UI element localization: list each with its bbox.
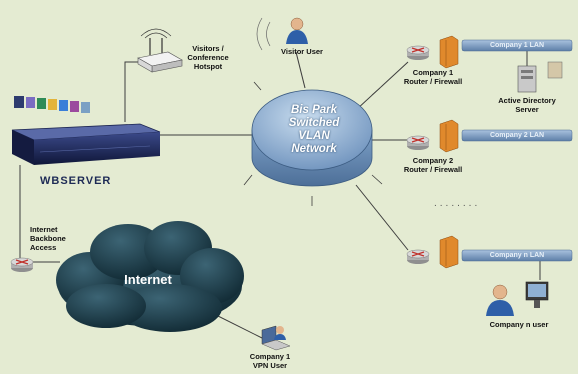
company1-firewall-icon xyxy=(439,35,459,69)
backbone-router-icon xyxy=(10,257,34,272)
vpn-user-label: Company 1 VPN User xyxy=(249,352,291,370)
wireless-access-point-icon xyxy=(137,28,183,73)
company-n-firewall-icon xyxy=(439,235,459,269)
company1-router-icon xyxy=(406,45,430,60)
visitor-user-icon xyxy=(256,17,308,51)
company2-router-icon xyxy=(406,135,430,150)
internet-label: Internet xyxy=(124,272,172,287)
company-n-router-icon xyxy=(406,249,430,264)
visitor-user-label: Visitor User xyxy=(281,47,323,56)
backbone-access-label: Internet Backbone Access xyxy=(30,225,66,252)
core-rays xyxy=(238,81,383,206)
server-appliance-icon xyxy=(11,123,161,165)
company1-router-label: Company 1 Router / Firewall xyxy=(403,68,463,86)
vpn-laptop-icon xyxy=(261,325,291,351)
more-companies-ellipsis: ........ xyxy=(434,198,481,209)
hotspot-label: Visitors / Conference Hotspot xyxy=(187,44,229,71)
company1-lan-label: Company 1 LAN xyxy=(489,42,545,49)
company-n-user-label: Company n user xyxy=(489,320,549,329)
company-n-user-icon xyxy=(486,281,549,316)
active-directory-label: Active Directory Server xyxy=(498,96,556,114)
lan-bars xyxy=(461,39,573,262)
company2-router-label: Company 2 Router / Firewall xyxy=(403,156,463,174)
core-network-cylinder xyxy=(251,89,373,187)
connection-lines xyxy=(19,50,541,339)
company-n-lan-label: Company n LAN xyxy=(489,252,545,259)
company2-firewall-icon xyxy=(439,119,459,153)
server-brand-label: WBSERVER xyxy=(40,175,112,187)
application-icons-strip xyxy=(14,96,90,113)
internet-cloud xyxy=(56,221,244,332)
company2-lan-label: Company 2 LAN xyxy=(489,132,545,139)
active-directory-server-icon xyxy=(517,61,563,93)
core-network-label: Bis Park Switched VLAN Network xyxy=(288,104,340,155)
